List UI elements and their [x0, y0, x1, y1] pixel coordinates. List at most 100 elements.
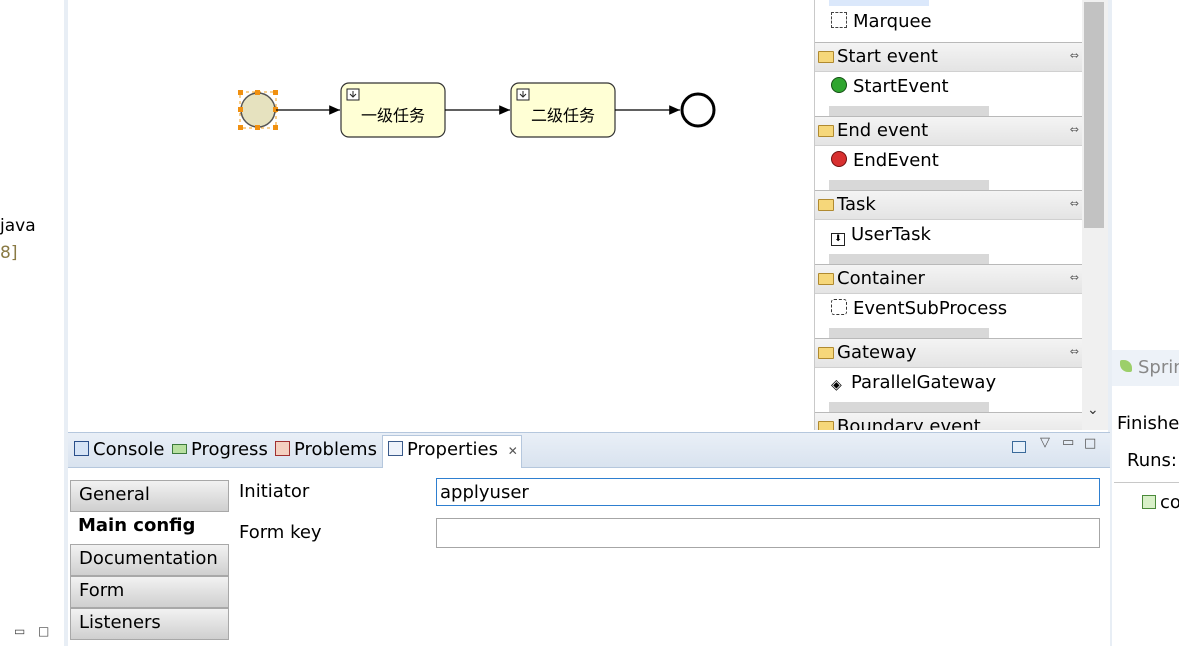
pin-icon[interactable]: ⇔	[1069, 123, 1079, 136]
tab-properties[interactable]: Properties ✕	[388, 439, 518, 460]
test-icon	[1142, 495, 1156, 509]
cut-off-item	[829, 402, 989, 412]
tab-problems[interactable]: Problems	[275, 439, 377, 460]
spring-view-tab[interactable]: Sprin	[1112, 350, 1179, 386]
parallelgateway-label: ParallelGateway	[851, 372, 997, 393]
chevron-down-icon[interactable]: ⌄	[1087, 402, 1099, 418]
tab-properties-label: Properties	[407, 439, 498, 460]
task-1-label: 一级任务	[360, 106, 425, 125]
initiator-input[interactable]	[436, 478, 1100, 506]
minimize-icon[interactable]: ▭	[1062, 435, 1075, 450]
folder-icon	[818, 347, 834, 359]
palette-item-startevent[interactable]: StartEvent	[831, 76, 949, 97]
drawer-label: Task	[837, 194, 876, 215]
side-tab-documentation[interactable]: Documentation	[70, 544, 229, 576]
left-text-fragment-2: 8]	[0, 243, 18, 263]
spring-icon	[1120, 360, 1132, 372]
cut-off-item	[829, 106, 989, 116]
side-tab-listeners[interactable]: Listeners	[70, 608, 229, 640]
pin-view-icon[interactable]	[1012, 441, 1026, 453]
sash[interactable]	[64, 0, 68, 646]
form-key-input[interactable]	[436, 518, 1100, 548]
tab-properties-bg	[382, 435, 522, 468]
palette-selection	[829, 0, 929, 6]
tab-progress[interactable]: Progress	[172, 439, 268, 460]
side-tab-label: General	[79, 484, 150, 505]
palette-item-marquee[interactable]: Marquee	[831, 11, 932, 32]
palette-item-eventsubprocess[interactable]: EventSubProcess	[831, 298, 1007, 319]
left-view-strip: java 8] ▭ □	[0, 0, 65, 646]
close-icon[interactable]: ✕	[507, 444, 518, 458]
task-2-label: 二级任务	[530, 106, 595, 125]
diagram-canvas[interactable]: 一级任务 二级任务	[68, 0, 814, 430]
end-event[interactable]	[680, 92, 716, 128]
tab-console-label: Console	[93, 439, 165, 460]
pin-icon[interactable]: ⇔	[1069, 345, 1079, 358]
tab-problems-label: Problems	[294, 439, 377, 460]
drawer-task[interactable]: Task ⇔	[815, 190, 1083, 220]
runs-label: Runs:	[1127, 450, 1177, 471]
properties-icon	[388, 441, 403, 456]
test-item-label[interactable]: co	[1160, 492, 1179, 513]
drawer-end-event[interactable]: End event ⇔	[815, 116, 1083, 146]
folder-icon	[818, 421, 834, 430]
view-tab-bar: Console Progress Problems Properties ✕ ▽…	[68, 433, 1110, 468]
tab-console[interactable]: Console	[74, 439, 164, 460]
user-task-icon: ⬇	[831, 233, 845, 246]
eventsubprocess-label: EventSubProcess	[853, 298, 1008, 319]
side-tab-general[interactable]: General	[70, 480, 229, 512]
side-tab-main-config[interactable]: Main config	[78, 515, 196, 536]
maximize-icon[interactable]: □	[1084, 436, 1097, 451]
pin-icon[interactable]: ⇔	[1069, 197, 1079, 210]
maximize-icon[interactable]: □	[38, 624, 50, 638]
start-event-icon	[831, 77, 847, 93]
side-tab-form[interactable]: Form	[70, 576, 229, 608]
drawer-container[interactable]: Container ⇔	[815, 264, 1083, 294]
left-text-fragment: java	[0, 216, 36, 236]
drawer-label: Start event	[837, 46, 938, 67]
palette-item-endevent[interactable]: EndEvent	[831, 150, 939, 171]
progress-icon	[172, 444, 187, 454]
form-key-label: Form key	[239, 522, 322, 543]
properties-side-tabs: General Main config Documentation Form L…	[68, 478, 232, 646]
folder-icon	[818, 51, 834, 63]
usertask-label: UserTask	[851, 224, 931, 245]
cut-off-item	[829, 180, 989, 190]
cut-off-item	[829, 254, 989, 264]
divider	[1114, 482, 1179, 483]
side-tab-label: Documentation	[79, 548, 218, 569]
folder-icon	[818, 199, 834, 211]
drawer-label: End event	[837, 120, 929, 141]
end-event-icon	[831, 151, 847, 167]
folder-icon	[818, 273, 834, 285]
view-menu-icon[interactable]: ▽	[1040, 435, 1050, 450]
drawer-gateway[interactable]: Gateway ⇔	[815, 338, 1083, 368]
palette-item-parallelgateway[interactable]: ◈ ParallelGateway	[831, 372, 996, 393]
finished-label: Finished	[1117, 413, 1179, 434]
pin-icon[interactable]: ⇔	[1069, 49, 1079, 62]
pin-icon[interactable]: ⇔	[1069, 271, 1079, 284]
initiator-label: Initiator	[239, 481, 310, 502]
side-tab-label: Listeners	[79, 612, 161, 633]
minimize-icon[interactable]: ▭	[14, 624, 26, 638]
endevent-label: EndEvent	[853, 150, 939, 171]
tab-progress-label: Progress	[191, 439, 268, 460]
side-tab-label: Form	[79, 580, 125, 601]
right-view: Sprin Finished Runs: co	[1108, 0, 1179, 646]
palette-item-usertask[interactable]: ⬇ UserTask	[831, 224, 931, 246]
drawer-label: Gateway	[837, 342, 917, 363]
marquee-label: Marquee	[853, 11, 932, 32]
drawer-boundary-event[interactable]: Boundary event	[815, 412, 1083, 430]
palette: Marquee Start event ⇔ StartEvent End eve…	[814, 0, 1083, 430]
start-event[interactable]	[238, 90, 278, 130]
drawer-label: Container	[837, 268, 925, 289]
console-icon	[74, 441, 89, 456]
startevent-label: StartEvent	[853, 76, 949, 97]
drawer-start-event[interactable]: Start event ⇔	[815, 42, 1083, 72]
drawer-label: Boundary event	[837, 416, 981, 430]
marquee-icon	[831, 12, 847, 28]
palette-scrollbar-thumb[interactable]	[1084, 2, 1104, 228]
folder-icon	[818, 125, 834, 137]
parallel-gateway-icon: ◈	[831, 377, 842, 393]
subprocess-icon	[831, 299, 847, 315]
